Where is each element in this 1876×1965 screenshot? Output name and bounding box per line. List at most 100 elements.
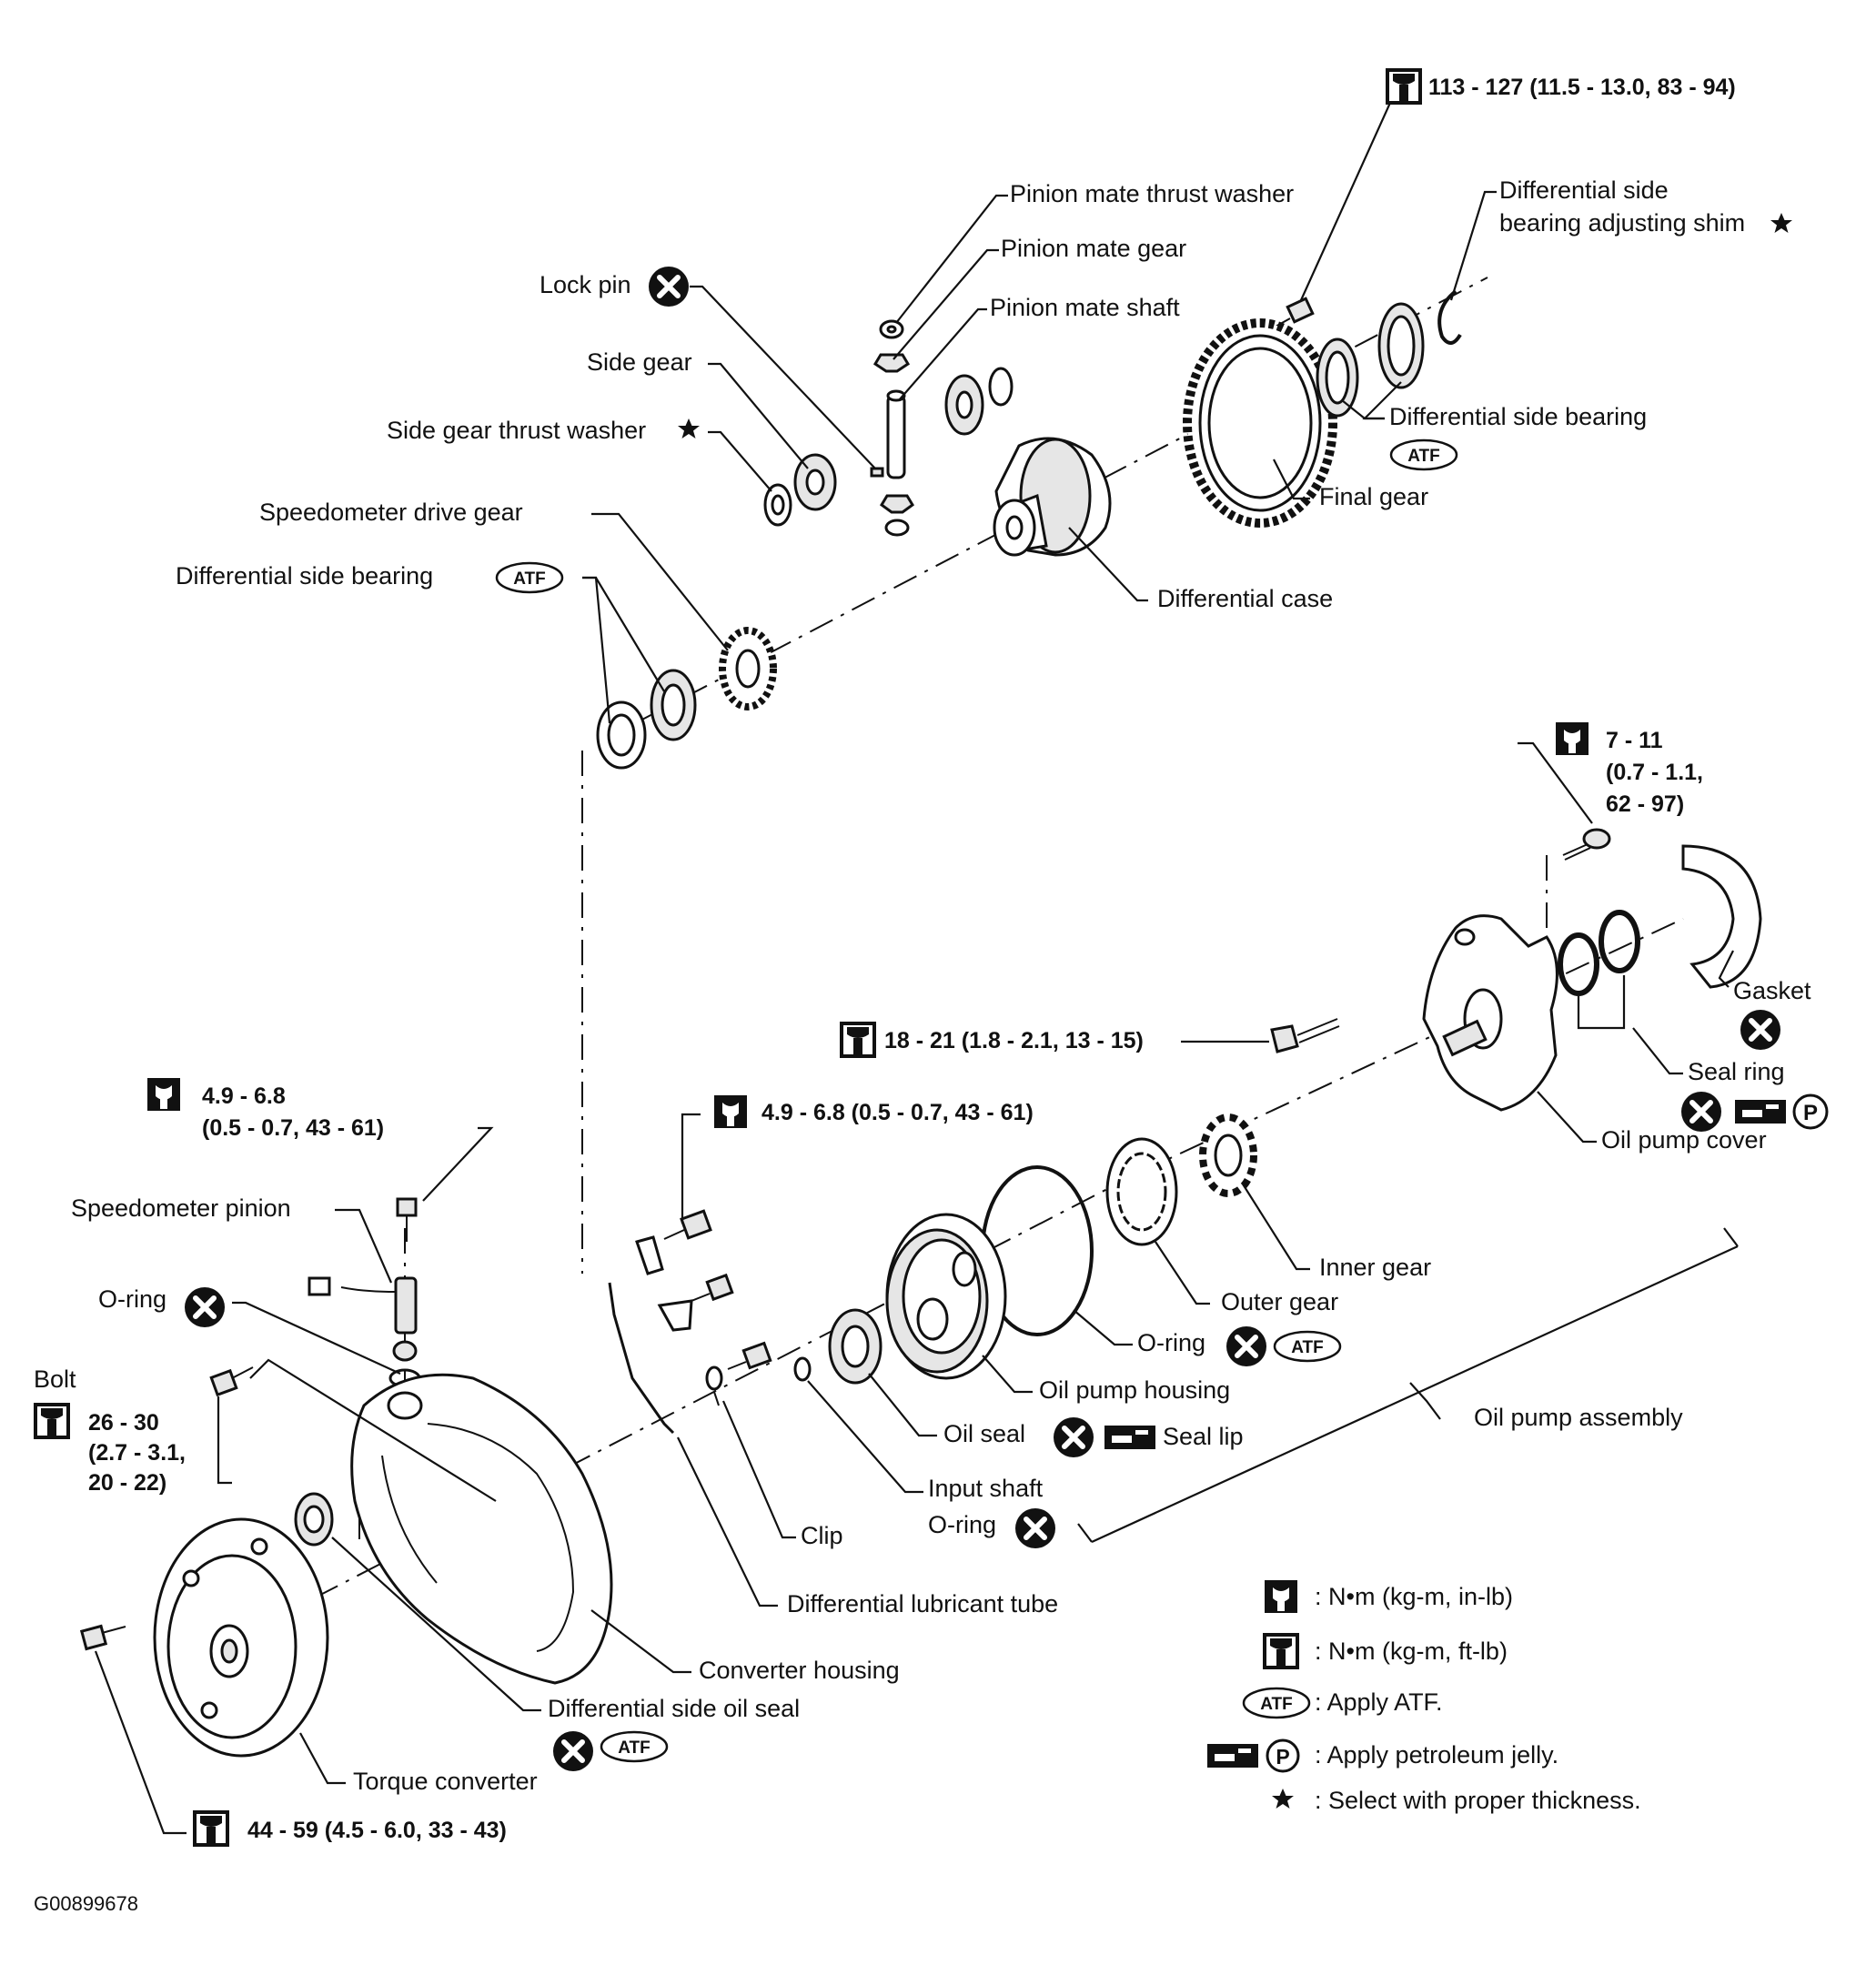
oil-pump-assembly-bracket [1091,1244,1739,1544]
label-pinion-mate-shaft: Pinion mate shaft [990,294,1180,321]
side-gear-right [944,374,984,436]
differential-case [993,437,1112,557]
wrench-large-icon [34,1403,70,1439]
replace-x-icon [1740,1010,1780,1050]
atf-icon [1389,438,1458,471]
label-clip: Clip [801,1522,843,1549]
leader-side-gear-washer [708,430,772,492]
leader-gasket [1718,950,1734,988]
diff-side-bearing-upper [1316,302,1425,418]
label-shim-line2: bearing adjusting shim [1499,209,1745,237]
leader-torque-top [1299,101,1404,301]
leader-final-gear [1273,458,1310,500]
speedometer-drive-gear [719,627,777,710]
petroleum-jelly-icon [1104,1426,1155,1449]
leader-bolt-left [217,1396,232,1485]
petroleum-jelly-icon [1735,1100,1786,1124]
torque-converter [153,1517,329,1758]
label-side-gear: Side gear [587,348,692,376]
inner-gear [1199,1114,1257,1197]
label-diff-side-bearing-left: Differential side bearing [176,562,433,590]
label-side-gear-thrust-washer: Side gear thrust washer [387,417,646,444]
oil-pump-cover [1422,914,1558,1112]
label-seal-lip: Seal lip [1163,1423,1244,1450]
speedo-bolt [396,1197,418,1242]
torque-7-11-line3: 62 - 97) [1606,791,1684,817]
p-circle-icon [1266,1738,1300,1773]
mid-bolts [663,1209,772,1370]
label-pinion-mate-gear: Pinion mate gear [1001,235,1186,262]
torque-18-21-label: 18 - 21 (1.8 - 2.1, 13 - 15) [884,1028,1144,1053]
leader-torque-49-68-left [422,1126,494,1202]
torque-49-68-left-line1: 4.9 - 6.8 [202,1083,286,1109]
leader-outer-gear [1155,1241,1210,1305]
pinion-mate-washer-lower [884,519,910,537]
converter-bolt [79,1624,126,1651]
leader-oil-pump-assembly [1409,1382,1441,1420]
legend-apply-atf: : Apply ATF. [1315,1688,1443,1716]
side-gear-left [793,453,837,511]
leader-clip [721,1400,796,1539]
converter-housing [350,1373,613,1685]
leader-seal-ring [1632,1027,1683,1075]
pinion-mate-gear-lower [880,494,914,514]
label-lock-pin: Lock pin [540,271,631,298]
oil-pump-assembly-bracket-end-a [1077,1523,1093,1543]
pump-cover-bolt [1562,828,1611,861]
pinion-mate-shaft [886,389,906,479]
seal-ring [1558,910,1640,996]
star-icon [678,418,700,438]
leader-torque-converter [299,1732,346,1785]
label-converter-housing: Converter housing [699,1657,900,1684]
label-final-gear: Final gear [1319,483,1428,510]
side-gear-thrust-washer [763,483,792,527]
bracket-lower [657,1299,693,1332]
label-pinion-mate-thrust-washer: Pinion mate thrust washer [1010,180,1294,207]
replace-x-icon [1054,1417,1094,1457]
wrench-large-icon [193,1810,229,1847]
leader-diff-bearing-left-b [582,576,665,692]
leader-bolt-to-housing [249,1358,497,1502]
torque-26-30-line1: 26 - 30 [88,1410,159,1436]
legend-apply-petroleum: : Apply petroleum jelly. [1315,1741,1558,1768]
atf-icon [1273,1330,1342,1363]
replace-x-icon [185,1287,225,1327]
diff-side-bearing-left [596,669,697,770]
leader-inner-gear [1241,1182,1310,1271]
bolt-left [209,1366,254,1397]
torque-26-30-line2: (2.7 - 3.1, [88,1440,186,1466]
p-symbol: P [1803,1101,1818,1125]
label-differential-case: Differential case [1157,585,1333,612]
label-o-ring-input: O-ring [928,1511,996,1538]
label-oil-pump-assembly: Oil pump assembly [1474,1404,1683,1431]
torque-7-11-line1: 7 - 11 [1606,728,1663,753]
label-oil-pump-cover: Oil pump cover [1601,1126,1767,1154]
torque-26-30-line3: 20 - 22) [88,1470,166,1496]
label-oil-pump-housing: Oil pump housing [1039,1376,1230,1404]
atf-icon [1242,1687,1311,1719]
label-speedometer-pinion: Speedometer pinion [71,1194,291,1222]
leader-seal-ring-bracket [1577,975,1626,1030]
oil-seal [828,1308,883,1385]
pump-cover-bolt-18-21 [1270,1018,1340,1053]
leader-diff-bearing-left-a [582,576,611,724]
leader-lock-pin [690,285,876,469]
legend-nm-ft-lb: : N•m (kg-m, ft-lb) [1315,1638,1508,1665]
leader-thrust-washer [895,194,1008,324]
leader-diff-side-oil-seal [331,1537,541,1712]
leader-speedo-drive-gear [591,512,729,651]
petroleum-jelly-icon [1207,1744,1258,1768]
label-outer-gear: Outer gear [1221,1288,1338,1315]
lock-pin [870,467,884,478]
label-o-ring-left: O-ring [98,1285,166,1313]
leader-speedometer-pinion [335,1208,393,1284]
label-seal-ring: Seal ring [1688,1058,1785,1085]
torque-top-label: 113 - 127 (11.5 - 13.0, 83 - 94) [1428,75,1736,100]
wrench-large-icon [1386,68,1422,105]
replace-x-icon [1226,1326,1266,1366]
wrench-small-icon [1265,1580,1297,1613]
oil-pump-housing [885,1213,1007,1380]
differential-side-oil-seal [294,1492,334,1547]
leader-o-ring-left [232,1301,401,1375]
